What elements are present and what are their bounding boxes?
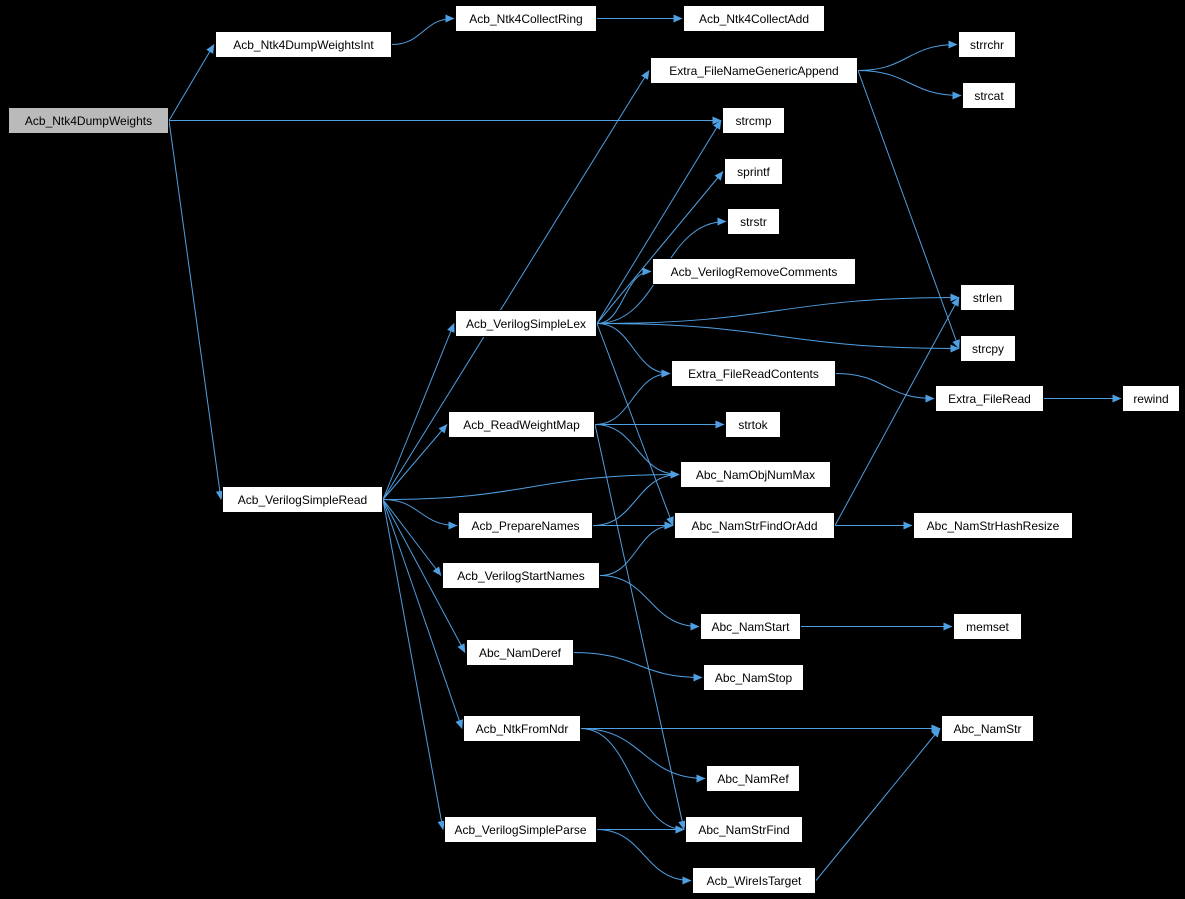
edge-acb_wireistarget-to-abc_namstr xyxy=(815,728,941,881)
edge-acb_preparenames-to-abc_namobjnummax xyxy=(592,470,680,526)
edge-extra_filenamegenericappend-to-strcat xyxy=(857,70,962,100)
graph-node-acb-verilogsimpleparse[interactable]: Acb_VerilogSimpleParse xyxy=(444,816,597,843)
edge-acb_ntkfromndr-to-abc_namstrfind xyxy=(580,728,685,834)
graph-node-extra-fileread[interactable]: Extra_FileRead xyxy=(935,385,1044,412)
edge-acb_verilogsimpleread-to-extra_filenamegenericappend xyxy=(382,70,650,500)
edge-acb_readweightmap-to-abc_namstrfind xyxy=(594,424,687,830)
edge-acb_verilogsimpleread-to-acb_verilogsimplelex xyxy=(382,323,455,500)
edge-acb_ntk4dumpweightsint-to-acb_ntk4collectring xyxy=(391,14,455,45)
edge-abc_namderef-to-abc_namstop xyxy=(573,652,703,682)
graph-node-rewind[interactable]: rewind xyxy=(1122,385,1180,412)
graph-node-abc-namstrfindoradd[interactable]: Abc_NamStrFindOrAdd xyxy=(674,512,835,539)
edge-extra_filereadcontents-to-extra_fileread xyxy=(835,373,935,403)
edge-acb_verilogsimplelex-to-strcmp xyxy=(596,120,722,324)
edge-acb_readweightmap-to-extra_filereadcontents xyxy=(594,369,671,425)
graph-node-acb-ntk4dumpweights[interactable]: Acb_Ntk4DumpWeights xyxy=(8,107,169,134)
graph-node-sprintf[interactable]: sprintf xyxy=(724,158,783,185)
edge-acb_readweightmap-to-abc_namobjnummax xyxy=(594,424,680,479)
edge-extra_filenamegenericappend-to-strrchr xyxy=(857,40,958,71)
graph-node-acb-wireistarget[interactable]: Acb_WireIsTarget xyxy=(692,867,816,894)
graph-node-abc-namderef[interactable]: Abc_NamDeref xyxy=(466,639,574,666)
graph-node-abc-namref[interactable]: Abc_NamRef xyxy=(706,765,800,792)
graph-node-strrchr[interactable]: strrchr xyxy=(958,31,1016,58)
graph-node-memset[interactable]: memset xyxy=(953,613,1022,640)
edge-acb_verilogsimplelex-to-acb_verilogremovecomments xyxy=(596,267,652,324)
edge-acb_verilogsimpleread-to-acb_verilogstartnames xyxy=(382,499,442,576)
graph-node-acb-verilogremovecomments[interactable]: Acb_VerilogRemoveComments xyxy=(652,258,856,285)
graph-node-extra-filereadcontents[interactable]: Extra_FileReadContents xyxy=(671,360,836,387)
graph-node-acb-ntkfromndr[interactable]: Acb_NtkFromNdr xyxy=(463,715,581,742)
edge-acb_verilogstartnames-to-abc_namstart xyxy=(599,575,700,631)
graph-node-strstr[interactable]: strstr xyxy=(727,208,780,235)
graph-node-acb-verilogstartnames[interactable]: Acb_VerilogStartNames xyxy=(442,562,600,589)
edge-acb_verilogsimplelex-to-strcpy xyxy=(596,323,960,353)
graph-node-strcat[interactable]: strcat xyxy=(962,82,1016,109)
edge-acb_ntk4dumpweights-to-acb_verilogsimpleread xyxy=(168,120,224,500)
edge-acb_verilogsimplelex-to-strlen xyxy=(596,293,960,324)
graph-node-acb-verilogsimplelex[interactable]: Acb_VerilogSimpleLex xyxy=(455,310,597,337)
edge-acb_verilogstartnames-to-abc_namstrfindoradd xyxy=(599,521,674,576)
graph-node-acb-preparenames[interactable]: Acb_PrepareNames xyxy=(458,512,593,539)
graph-node-abc-namstrhashresize[interactable]: Abc_NamStrHashResize xyxy=(913,512,1073,539)
edge-acb_verilogsimpleread-to-acb_ntkfromndr xyxy=(382,499,464,729)
graph-node-strcpy[interactable]: strcpy xyxy=(960,335,1016,362)
edge-acb_ntk4dumpweights-to-acb_ntk4dumpweightsint xyxy=(168,44,215,121)
graph-node-strcmp[interactable]: strcmp xyxy=(722,107,785,134)
edge-extra_filenamegenericappend-to-strcpy xyxy=(857,70,960,349)
graph-node-acb-readweightmap[interactable]: Acb_ReadWeightMap xyxy=(448,411,595,438)
graph-node-acb-ntk4collectring[interactable]: Acb_Ntk4CollectRing xyxy=(455,5,597,32)
edge-acb_verilogsimpleread-to-abc_namobjnummax xyxy=(382,470,680,500)
edge-acb_verilogsimpleread-to-acb_readweightmap xyxy=(382,424,448,500)
graph-node-abc-namobjnummax[interactable]: Abc_NamObjNumMax xyxy=(680,461,831,488)
edges-group xyxy=(168,14,1122,885)
edge-acb_verilogsimplelex-to-sprintf xyxy=(596,171,724,324)
graph-node-abc-namstart[interactable]: Abc_NamStart xyxy=(700,613,801,640)
graph-node-strtok[interactable]: strtok xyxy=(725,411,781,438)
graph-node-abc-namstr[interactable]: Abc_NamStr xyxy=(941,715,1034,742)
edge-abc_namstrfindoradd-to-strlen xyxy=(834,297,960,526)
graph-node-abc-namstrfind[interactable]: Abc_NamStrFind xyxy=(685,816,803,843)
edge-acb_verilogsimpleparse-to-acb_wireistarget xyxy=(596,829,692,885)
edge-acb_verilogsimpleread-to-acb_preparenames xyxy=(382,499,458,530)
edge-acb_ntkfromndr-to-abc_namref xyxy=(580,728,706,783)
graph-node-acb-verilogsimpleread[interactable]: Acb_VerilogSimpleRead xyxy=(222,486,383,513)
edge-acb_verilogsimplelex-to-extra_filereadcontents xyxy=(596,323,671,378)
graph-node-acb-ntk4collectadd[interactable]: Acb_Ntk4CollectAdd xyxy=(683,5,825,32)
edge-acb_verilogsimpleread-to-abc_namderef xyxy=(382,499,466,653)
graph-node-abc-namstop[interactable]: Abc_NamStop xyxy=(703,664,804,691)
graph-node-strlen[interactable]: strlen xyxy=(960,284,1015,311)
graph-node-acb-ntk4dumpweightsint[interactable]: Acb_Ntk4DumpWeightsInt xyxy=(215,31,392,58)
edge-acb_verilogsimpleread-to-acb_verilogsimpleparse xyxy=(382,499,446,830)
graph-node-extra-filenamegenericappend[interactable]: Extra_FileNameGenericAppend xyxy=(650,57,858,84)
